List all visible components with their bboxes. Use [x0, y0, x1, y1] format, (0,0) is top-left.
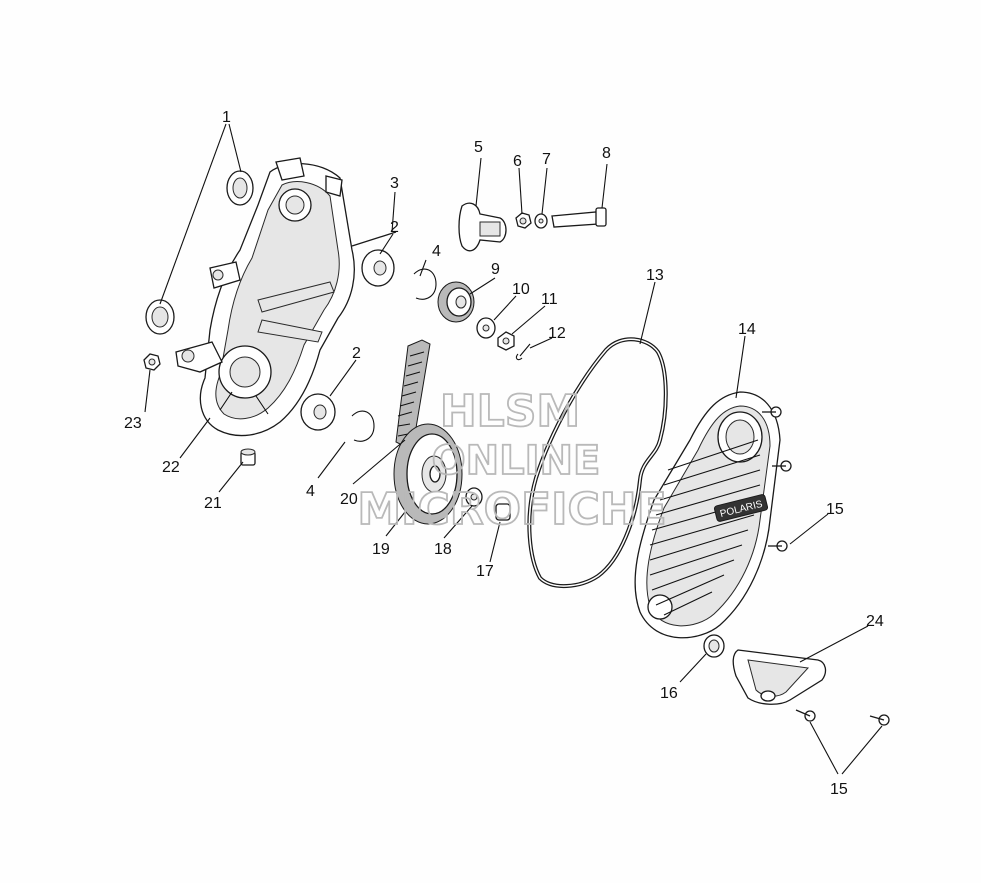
- bearing-lower: [300, 393, 336, 431]
- bolt-17: [495, 503, 511, 521]
- callout-2-upper: 2: [390, 219, 399, 236]
- nut-11: [497, 331, 515, 351]
- outer-chaincase-cover: POLARIS: [634, 391, 781, 639]
- plug-21: [240, 448, 256, 466]
- callout-15-right: 15: [826, 501, 844, 518]
- bearing-upper: [361, 249, 395, 287]
- callout-7: 7: [542, 151, 551, 168]
- callout-23: 23: [124, 415, 142, 432]
- snap-ring-lower: [351, 410, 375, 442]
- callout-20: 20: [340, 491, 358, 508]
- oil-seal-lower: [145, 299, 175, 335]
- callout-2-lower: 2: [352, 345, 361, 362]
- watermark-line3: MICROFICHE: [357, 484, 666, 535]
- oil-seal-upper: [226, 170, 254, 206]
- inner-chaincase-housing: [175, 157, 355, 437]
- callout-24: 24: [866, 613, 884, 630]
- callout-15-bottom: 15: [830, 781, 848, 798]
- watermark: HLSM ONLINE MICROFICHE: [356, 385, 667, 536]
- callout-3: 3: [390, 175, 399, 192]
- callout-11: 11: [541, 291, 558, 308]
- callout-6: 6: [513, 153, 522, 170]
- callout-22: 22: [162, 459, 180, 476]
- watermark-line2: ONLINE: [432, 438, 601, 484]
- leader-lines: [144, 123, 883, 775]
- washer-7: [534, 213, 548, 229]
- callout-10: 10: [512, 281, 530, 298]
- callout-17: 17: [476, 563, 494, 580]
- callout-8: 8: [602, 145, 611, 162]
- washer-18: [465, 487, 483, 507]
- callout-5: 5: [474, 139, 483, 156]
- nut-6: [515, 212, 532, 229]
- snap-ring-upper: [413, 268, 437, 300]
- callout-1: 1: [222, 109, 231, 126]
- callout-12: 12: [548, 325, 566, 342]
- callout-4-upper: 4: [432, 243, 441, 260]
- callout-21: 21: [204, 495, 222, 512]
- cover-bolts: [762, 406, 890, 726]
- callout-16: 16: [660, 685, 678, 702]
- polaris-badge: [713, 494, 769, 522]
- washer-10: [476, 317, 496, 339]
- watermark-line1: HLSM: [440, 386, 580, 437]
- chain-tensioner: [458, 202, 507, 252]
- callout-13: 13: [646, 267, 664, 284]
- callout-18: 18: [434, 541, 452, 558]
- callout-9: 9: [491, 261, 500, 278]
- nut-23: [143, 353, 161, 371]
- drive-sprocket: [437, 281, 475, 323]
- driven-gear: [393, 423, 463, 525]
- callout-labels: 1 2 3 4 5 6 7 8 9 10 11 12 13 14 15 16 1…: [124, 109, 884, 798]
- bolt-8: [551, 207, 607, 228]
- callout-19: 19: [372, 541, 390, 558]
- cotter-pin-12: [515, 343, 531, 361]
- callout-4-lower: 4: [306, 483, 315, 500]
- cover-seal: [703, 634, 725, 658]
- cover-plate: [732, 649, 827, 705]
- pin-3: [351, 231, 397, 247]
- cover-gasket-inner: [528, 338, 667, 587]
- callout-14: 14: [738, 321, 756, 338]
